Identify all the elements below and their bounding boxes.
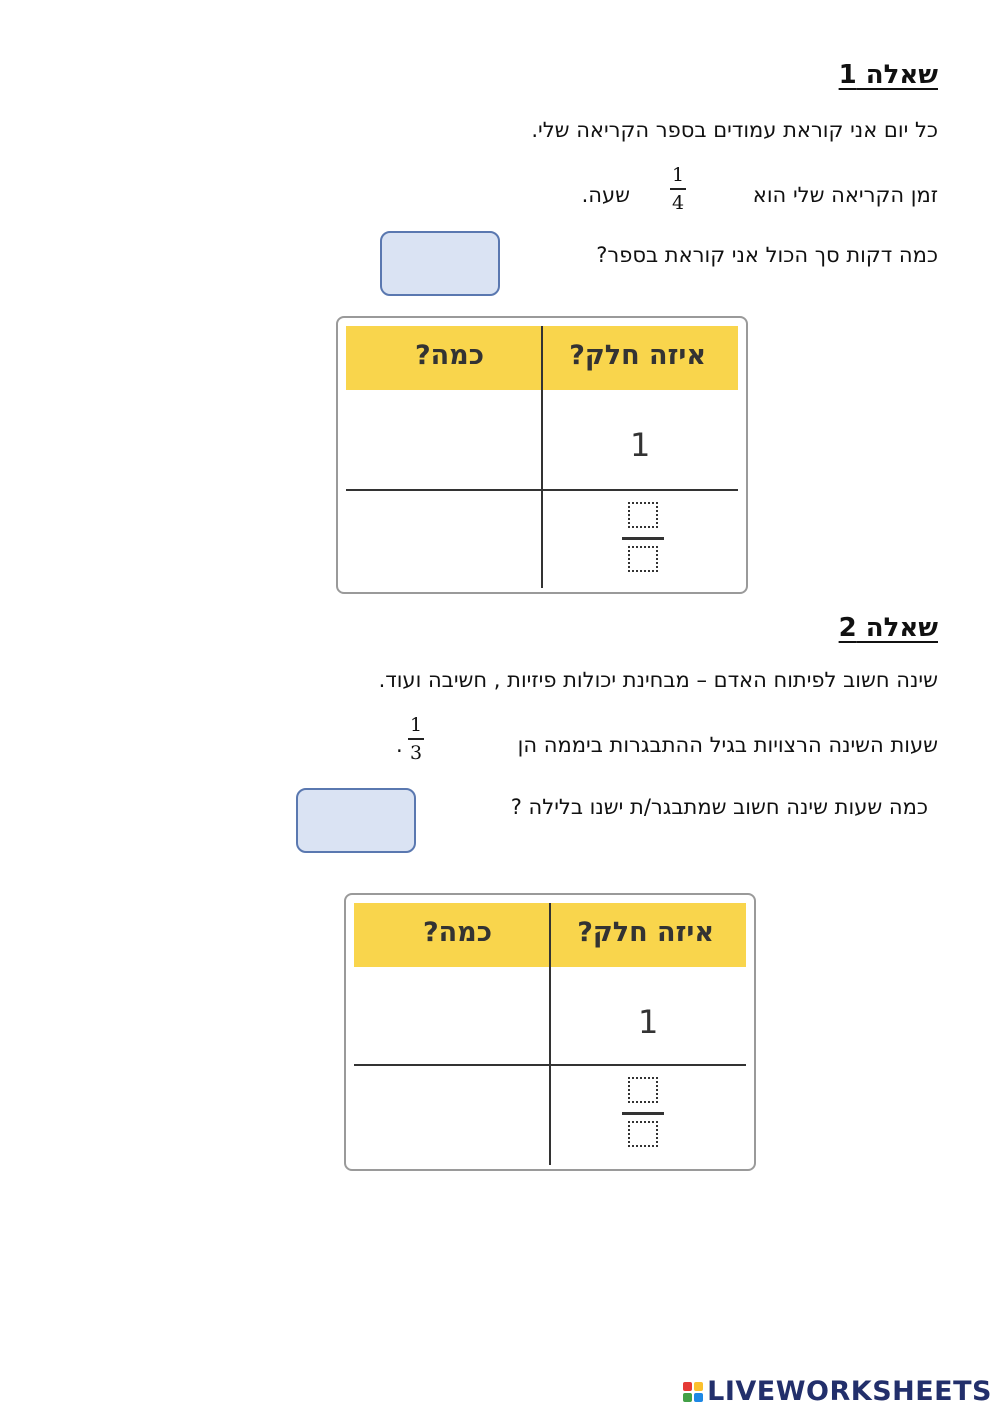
header-amount: כמה? [414,340,484,371]
question-2-answer-input[interactable] [296,788,416,853]
liveworksheets-logo-icon [683,1381,704,1402]
question-1-heading: שאלה 1 [838,60,938,90]
fraction-numerator: 1 [409,714,423,736]
question-2-table: איזה חלק? כמה? 1 [344,893,756,1171]
fraction-bar [670,188,686,190]
liveworksheets-brand: LIVEWORKSHEETS [683,1376,992,1407]
brand-name: LIVEWORKSHEETS [707,1376,992,1407]
logo-square [683,1392,693,1402]
question-2-period: . [396,733,403,757]
question-1-question: כמה דקות סך הכול אני קוראת בספר? [596,243,938,267]
row2-amount-cell[interactable] [354,1069,546,1163]
row1-part: 1 [630,426,651,464]
question-2-fraction: 1 3 [408,714,424,764]
table-column-divider [541,326,543,588]
numerator-box[interactable] [628,1077,658,1103]
logo-square [683,1381,693,1391]
logo-square [694,1381,704,1391]
row1-amount-cell[interactable] [346,398,538,486]
question-2-text: שינה חשוב לפיתוח האדם – מבחינת יכולות פי… [378,668,938,692]
header-amount: כמה? [422,917,492,948]
fraction-line [622,537,664,540]
denominator-box[interactable] [628,1121,658,1147]
table-row-divider [346,489,738,491]
table-row-divider [354,1064,746,1066]
row1-part: 1 [638,1003,659,1041]
denominator-box[interactable] [628,546,658,572]
question-1-fraction: 1 4 [670,164,686,214]
table-column-divider [549,903,551,1165]
question-2-heading: שאלה 2 [838,613,938,643]
fraction-denominator: 4 [671,191,685,214]
row1-amount-cell[interactable] [354,975,546,1061]
question-1-time-after: שעה. [581,183,630,207]
fraction-line [622,1112,664,1115]
question-2-question: כמה שעות שינה חשוב שמתבגר/ת ישנו בלילה ? [510,795,928,819]
fraction-bar [408,738,424,740]
header-part: איזה חלק? [577,917,714,948]
fraction-denominator: 3 [409,741,423,764]
question-1-answer-input[interactable] [380,231,500,296]
question-1-text: כל יום אני קוראת עמודים בספר הקריאה שלי. [531,118,938,142]
logo-square [694,1392,704,1402]
question-2-sleep-text: שעות השינה הרצויות בגיל ההתבגרות ביממה ה… [517,733,938,757]
header-part: איזה חלק? [569,340,706,371]
question-1-time-before: זמן הקריאה שלי הוא [752,183,938,207]
question-1-table: איזה חלק? כמה? 1 [336,316,748,594]
row2-amount-cell[interactable] [346,494,538,586]
numerator-box[interactable] [628,502,658,528]
fraction-numerator: 1 [671,164,685,186]
